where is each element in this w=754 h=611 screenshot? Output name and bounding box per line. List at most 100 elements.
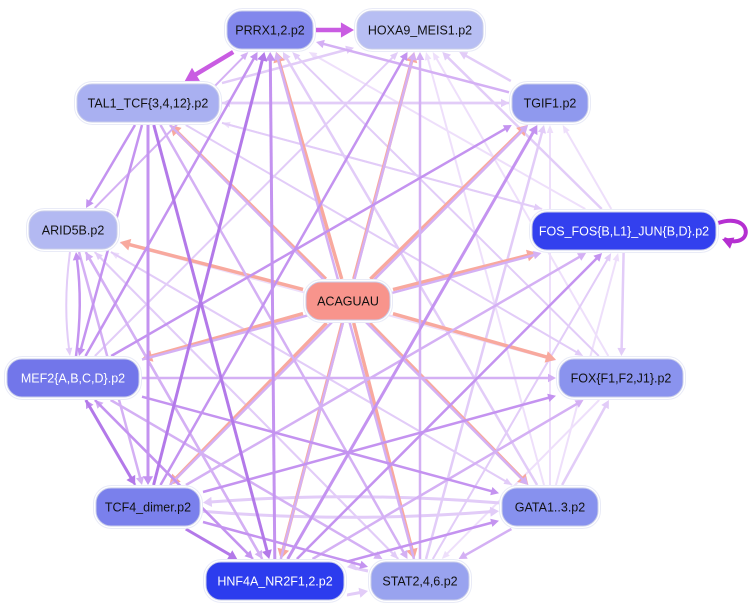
edge-line	[193, 50, 235, 78]
node-box[interactable]	[305, 281, 391, 321]
arrowhead-icon	[548, 373, 556, 383]
arrowhead-icon	[502, 125, 512, 133]
edge-line	[110, 251, 507, 483]
arrowhead-icon	[442, 52, 451, 61]
node-box[interactable]	[95, 487, 201, 527]
arrowhead-icon	[249, 52, 258, 62]
edge-acaguau-to-arid5b	[120, 238, 304, 292]
node-box[interactable]	[531, 211, 717, 251]
node-stat[interactable]: STAT2,4,6.p2	[368, 559, 472, 603]
arrowhead-icon	[604, 253, 612, 262]
node-acaguau[interactable]: ACAGUAU	[303, 279, 393, 323]
edge-mef2-to-prrx1	[84, 52, 258, 357]
arrowhead-icon	[358, 587, 368, 598]
arrowhead-icon	[458, 551, 468, 559]
node-hoxa9[interactable]: HOXA9_MEIS1.p2	[354, 8, 486, 52]
arrowhead-icon	[65, 347, 73, 356]
edge-line	[210, 495, 500, 505]
edge-line	[152, 124, 269, 553]
edge-line	[346, 590, 361, 597]
self-loop-fos	[717, 218, 748, 249]
node-tcf4[interactable]: TCF4_dimer.p2	[93, 485, 203, 529]
edge-line	[202, 520, 362, 567]
arrowhead-icon	[503, 478, 513, 485]
edge-line	[88, 257, 264, 560]
edge-prrx1-to-tal1	[184, 50, 235, 81]
edge-line	[565, 130, 613, 210]
edge-line	[620, 252, 625, 350]
node-arid5b[interactable]: ARID5B.p2	[26, 208, 120, 252]
edge-line	[84, 399, 133, 480]
edge-line	[346, 521, 493, 563]
edge-arid5b-to-prrx1	[93, 52, 249, 209]
edge-hnf4a-to-fos	[296, 253, 603, 560]
arrowhead-icon	[203, 496, 213, 507]
arrowhead-icon	[546, 125, 554, 133]
node-box[interactable]	[205, 561, 345, 601]
arrowhead-icon	[359, 560, 368, 569]
arrowhead-icon	[490, 518, 499, 527]
node-box[interactable]	[6, 358, 140, 398]
edge-line	[159, 124, 406, 554]
arrowhead-icon	[77, 347, 86, 356]
node-tgif1[interactable]: TGIF1.p2	[509, 81, 591, 125]
arrowhead-icon	[399, 549, 408, 559]
edge-line	[464, 54, 512, 83]
edge-line	[296, 256, 599, 560]
edge-line	[94, 399, 250, 556]
arrowhead-icon	[528, 125, 538, 136]
node-prrx1[interactable]: PRRX1,2.p2	[224, 8, 316, 52]
node-gata[interactable]: GATA1..3.p2	[499, 485, 601, 529]
edge-line	[311, 402, 579, 561]
edge-mef2-to-tgif1	[110, 125, 512, 358]
edge-hnf4a-to-prrx1	[265, 52, 277, 560]
edge-tcf4-to-fos	[185, 253, 587, 487]
node-box[interactable]	[511, 83, 589, 123]
edge-arid5b-to-mef2	[65, 251, 73, 356]
edge-hnf4a-to-tgif1	[286, 125, 538, 560]
node-box[interactable]	[501, 487, 599, 527]
arrowhead-icon	[340, 22, 354, 38]
node-box[interactable]	[76, 83, 220, 123]
arrowhead-icon	[184, 67, 200, 81]
node-tal1[interactable]: TAL1_TCF{3,4,12}.p2	[74, 81, 222, 125]
edge-line	[463, 527, 513, 557]
arrowhead-icon	[519, 125, 529, 134]
node-box[interactable]	[28, 210, 118, 250]
arrowhead-icon	[459, 52, 469, 60]
edge-stat-to-fos	[431, 253, 612, 560]
node-fos[interactable]: FOS_FOS{B,L1}_JUN{B,D}.p2	[529, 209, 719, 253]
node-hnf4a[interactable]: HNF4A_NR2F1,2.p2	[203, 559, 347, 603]
edge-tcf4-to-prrx1	[152, 52, 268, 486]
edge-mef2-to-arid5b	[72, 252, 82, 357]
arrowhead-icon	[257, 52, 268, 62]
edge-fos-to-fox	[617, 252, 626, 356]
arrowhead-icon	[85, 252, 94, 262]
node-mef2[interactable]: MEF2{A,B,C,D}.p2	[4, 356, 142, 400]
edge-line	[109, 398, 378, 557]
edge-line	[141, 395, 493, 493]
arrowhead-icon	[593, 253, 603, 262]
edge-line	[127, 242, 304, 292]
node-box[interactable]	[226, 10, 314, 50]
node-fox[interactable]: FOX{F1,F2,J1}.p2	[556, 356, 686, 400]
edge-gata-to-fox	[561, 400, 609, 486]
edge-line	[202, 396, 550, 494]
arrowhead-icon	[544, 351, 556, 363]
node-box[interactable]	[370, 561, 470, 601]
edge-mef2-to-stat	[109, 398, 383, 559]
edge-line	[561, 405, 607, 486]
arrowhead-icon	[244, 550, 254, 559]
arrowhead-icon	[274, 52, 283, 61]
node-box[interactable]	[356, 10, 484, 50]
edge-line	[426, 58, 545, 486]
edge-tcf4-to-gata	[202, 506, 499, 519]
edge-hnf4a-to-stat	[346, 587, 368, 598]
arrowhead-icon	[120, 238, 132, 251]
edge-mef2-to-hoxa9	[94, 52, 399, 357]
edge-hnf4a-to-arid5b	[85, 252, 264, 560]
node-box[interactable]	[558, 358, 684, 398]
edge-line	[314, 54, 586, 210]
